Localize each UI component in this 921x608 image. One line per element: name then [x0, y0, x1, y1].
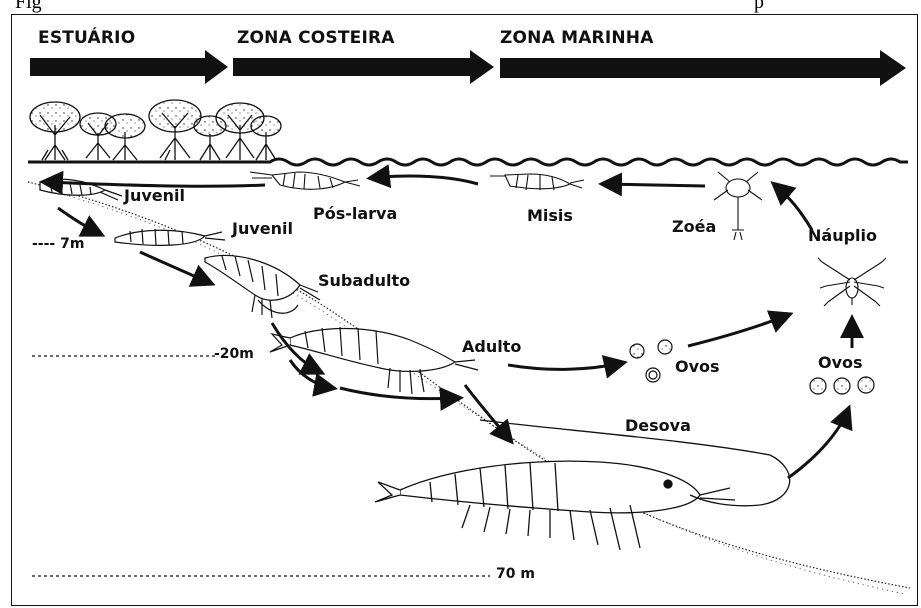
arrow-misis-to-poslarva [372, 176, 478, 184]
stage-label-nauplio: Náuplio [808, 226, 877, 245]
stage-label-pos-larva: Pós-larva [313, 204, 397, 223]
stage-label-juvenil-1: Juvenil [124, 186, 185, 205]
water-surface-line [28, 159, 908, 165]
arrow-adulto-down-2 [340, 388, 458, 399]
zone-label-costeira: ZONA COSTEIRA [237, 28, 395, 48]
arrow-zoea-to-misis [604, 184, 705, 186]
zone-label-marinha: ZONA MARINHA [500, 28, 654, 48]
depth-label-70m: 70 m [496, 566, 535, 582]
arrow-adulto-down-1 [290, 360, 332, 388]
arrow-nauplio-to-zoea [775, 185, 812, 230]
arrow-adulto-down-3 [465, 385, 510, 440]
depth-label-20m: -20m [214, 346, 254, 362]
depth-label-7m: ---- 7m [32, 236, 84, 252]
arrow-ovos-to-nauplio-2 [688, 315, 788, 346]
stage-label-subadulto: Subadulto [318, 271, 410, 290]
stage-label-adulto: Adulto [462, 337, 521, 356]
zone-arrow-estuario [30, 50, 228, 84]
stage-label-desova: Desova [625, 416, 691, 435]
zone-label-estuario: ESTUÁRIO [38, 28, 135, 48]
zoea-larva [714, 172, 762, 240]
zone-arrow-costeira [233, 50, 494, 84]
spawning-female-shrimp [375, 420, 790, 550]
eggs-cluster-2 [810, 377, 874, 394]
stage-label-ovos-1: Ovos [675, 357, 720, 376]
stage-label-juvenil-2: Juvenil [232, 219, 293, 238]
cycle-arrows [45, 176, 852, 478]
mangrove-trees [30, 100, 281, 160]
arrow-juvenil2-down [140, 252, 210, 283]
stage-label-misis: Misis [527, 206, 573, 225]
zone-arrow-marinha [500, 50, 906, 86]
misis-larva [490, 174, 584, 190]
zone-arrows [30, 50, 906, 86]
arrow-juvenil-down [58, 208, 100, 234]
arrow-adulto-to-ovos [508, 363, 622, 369]
eggs-cluster-1 [630, 340, 672, 382]
pos-larva-shrimp [250, 172, 360, 189]
stage-label-zoea: Zoéa [672, 217, 716, 236]
nauplio-larva [818, 258, 886, 306]
arrow-desova-to-ovos [788, 410, 848, 478]
juvenile-shrimp-2 [115, 229, 225, 245]
subadult-shrimp [205, 256, 320, 318]
stage-label-ovos-2: Ovos [818, 353, 863, 372]
